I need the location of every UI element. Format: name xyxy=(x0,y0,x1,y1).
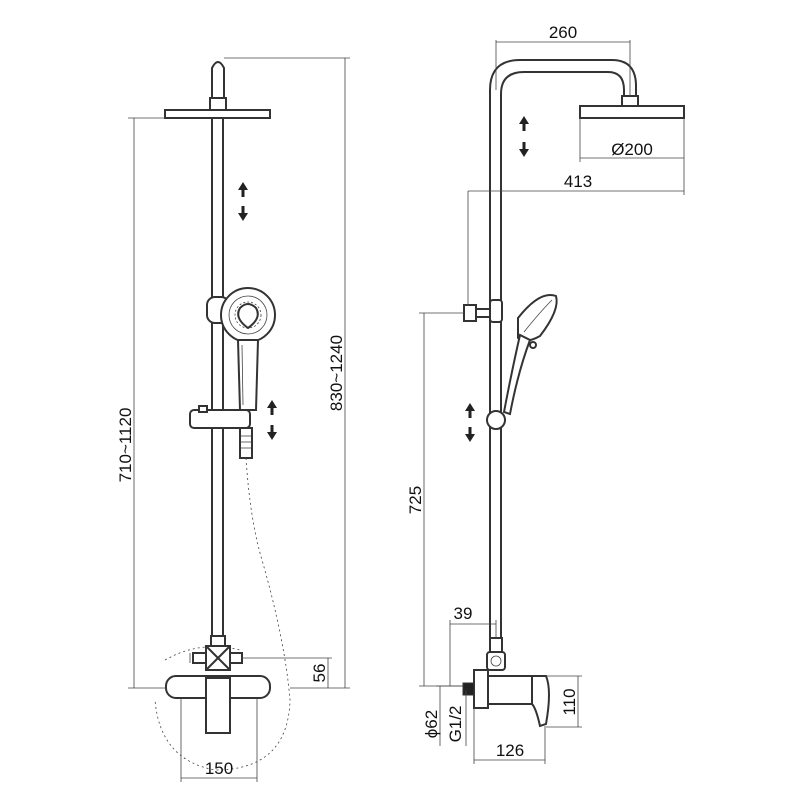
side-hand-shower-face xyxy=(523,299,553,333)
dim-mixer-height-label: 110 xyxy=(560,688,579,715)
hand-shower-ring xyxy=(228,295,268,335)
front-adjust-arrows-lower xyxy=(267,400,277,440)
riser-top-cap xyxy=(211,61,225,101)
dim-cover-diameter-label: ϕ62 xyxy=(422,710,441,738)
side-mixer-body xyxy=(487,675,533,705)
dim-mixer-depth-label: 126 xyxy=(496,741,524,760)
arrow-up-icon xyxy=(519,116,529,131)
side-hand-knob xyxy=(529,341,537,349)
side-diverter-knob xyxy=(490,655,502,667)
side-shower-head xyxy=(579,105,685,119)
front-riser-pipe xyxy=(211,117,224,641)
dim-mixer-width-label: 150 xyxy=(205,759,233,778)
dim-height-bar: 710~1120 xyxy=(116,117,165,689)
dim-arm-reach-label: 413 xyxy=(564,172,592,191)
dim-arm-length: 260 xyxy=(495,23,631,96)
handle-line xyxy=(241,344,244,406)
dim-total-height-label: 830~1240 xyxy=(327,335,346,411)
arrow-up-icon xyxy=(465,403,475,418)
dim-mixer-offset: 56 xyxy=(242,657,332,688)
hose-connector xyxy=(239,427,253,459)
dim-pipe-offset: 39 xyxy=(449,604,497,686)
dim-mixer-height: 110 xyxy=(546,675,582,728)
side-head-connector xyxy=(621,95,639,107)
side-holder-body xyxy=(475,308,491,318)
front-shower-head xyxy=(164,109,271,119)
dim-holder-height-label: 725 xyxy=(406,486,425,514)
dim-mixer-width: 150 xyxy=(180,698,258,782)
arrow-up-icon xyxy=(267,400,277,415)
side-adjust-arrows-upper xyxy=(519,116,529,157)
dim-height-bar-label: 710~1120 xyxy=(116,408,135,483)
side-holder-knob xyxy=(463,304,477,322)
dim-head-diameter: Ø200 xyxy=(579,118,685,195)
arrow-down-icon xyxy=(465,427,475,442)
hand-shower-handle xyxy=(236,339,260,411)
side-diverter-top xyxy=(489,637,503,653)
dim-cover-thread: ϕ62 G1/2 xyxy=(422,685,467,746)
dim-arm-reach: 413 xyxy=(467,172,684,305)
side-hand-shower xyxy=(517,294,558,342)
dim-mixer-depth: 126 xyxy=(473,708,546,764)
front-mixer-lever xyxy=(205,677,231,734)
arrow-down-icon xyxy=(267,425,277,440)
mixer-arc xyxy=(164,646,241,661)
dim-pipe-offset-label: 39 xyxy=(454,604,473,623)
diverter-right-outlet xyxy=(229,652,243,664)
side-diverter-body xyxy=(486,651,506,671)
hand-shower-center-icon xyxy=(237,303,259,329)
side-hand-shower-handle xyxy=(502,333,532,416)
side-view: 260 Ø200 413 725 39 xyxy=(406,23,685,764)
front-slide-bracket xyxy=(189,409,251,429)
bracket-knob xyxy=(198,405,208,413)
front-view: 710~1120 830~1240 56 150 xyxy=(116,57,350,782)
dim-head-diameter-label: Ø200 xyxy=(611,140,653,159)
dim-mixer-offset-label: 56 xyxy=(310,664,329,683)
side-holder-clamp xyxy=(489,299,503,323)
side-inlet xyxy=(462,682,475,696)
side-adjust-arrows-lower xyxy=(465,403,475,442)
dim-total-height: 830~1240 xyxy=(224,57,350,689)
dim-holder-height: 725 xyxy=(406,312,464,687)
side-riser-arm xyxy=(489,59,637,641)
arrow-down-icon xyxy=(238,206,248,221)
diverter-top xyxy=(210,635,226,647)
side-slide-ball xyxy=(486,410,506,430)
dim-arm-length-label: 260 xyxy=(549,23,577,42)
side-wall-cover xyxy=(473,669,489,709)
diverter-cross-2 xyxy=(205,645,231,671)
head-connector xyxy=(209,97,227,111)
front-adjust-arrows-upper xyxy=(238,182,248,221)
hose-path xyxy=(154,457,291,771)
arrow-up-icon xyxy=(238,182,248,197)
arrow-down-icon xyxy=(519,142,529,157)
dim-thread-label: G1/2 xyxy=(446,706,465,743)
side-riser-arm-inner xyxy=(500,71,625,641)
side-mixer-lever xyxy=(531,675,550,728)
diverter-side-outlet xyxy=(192,652,207,664)
